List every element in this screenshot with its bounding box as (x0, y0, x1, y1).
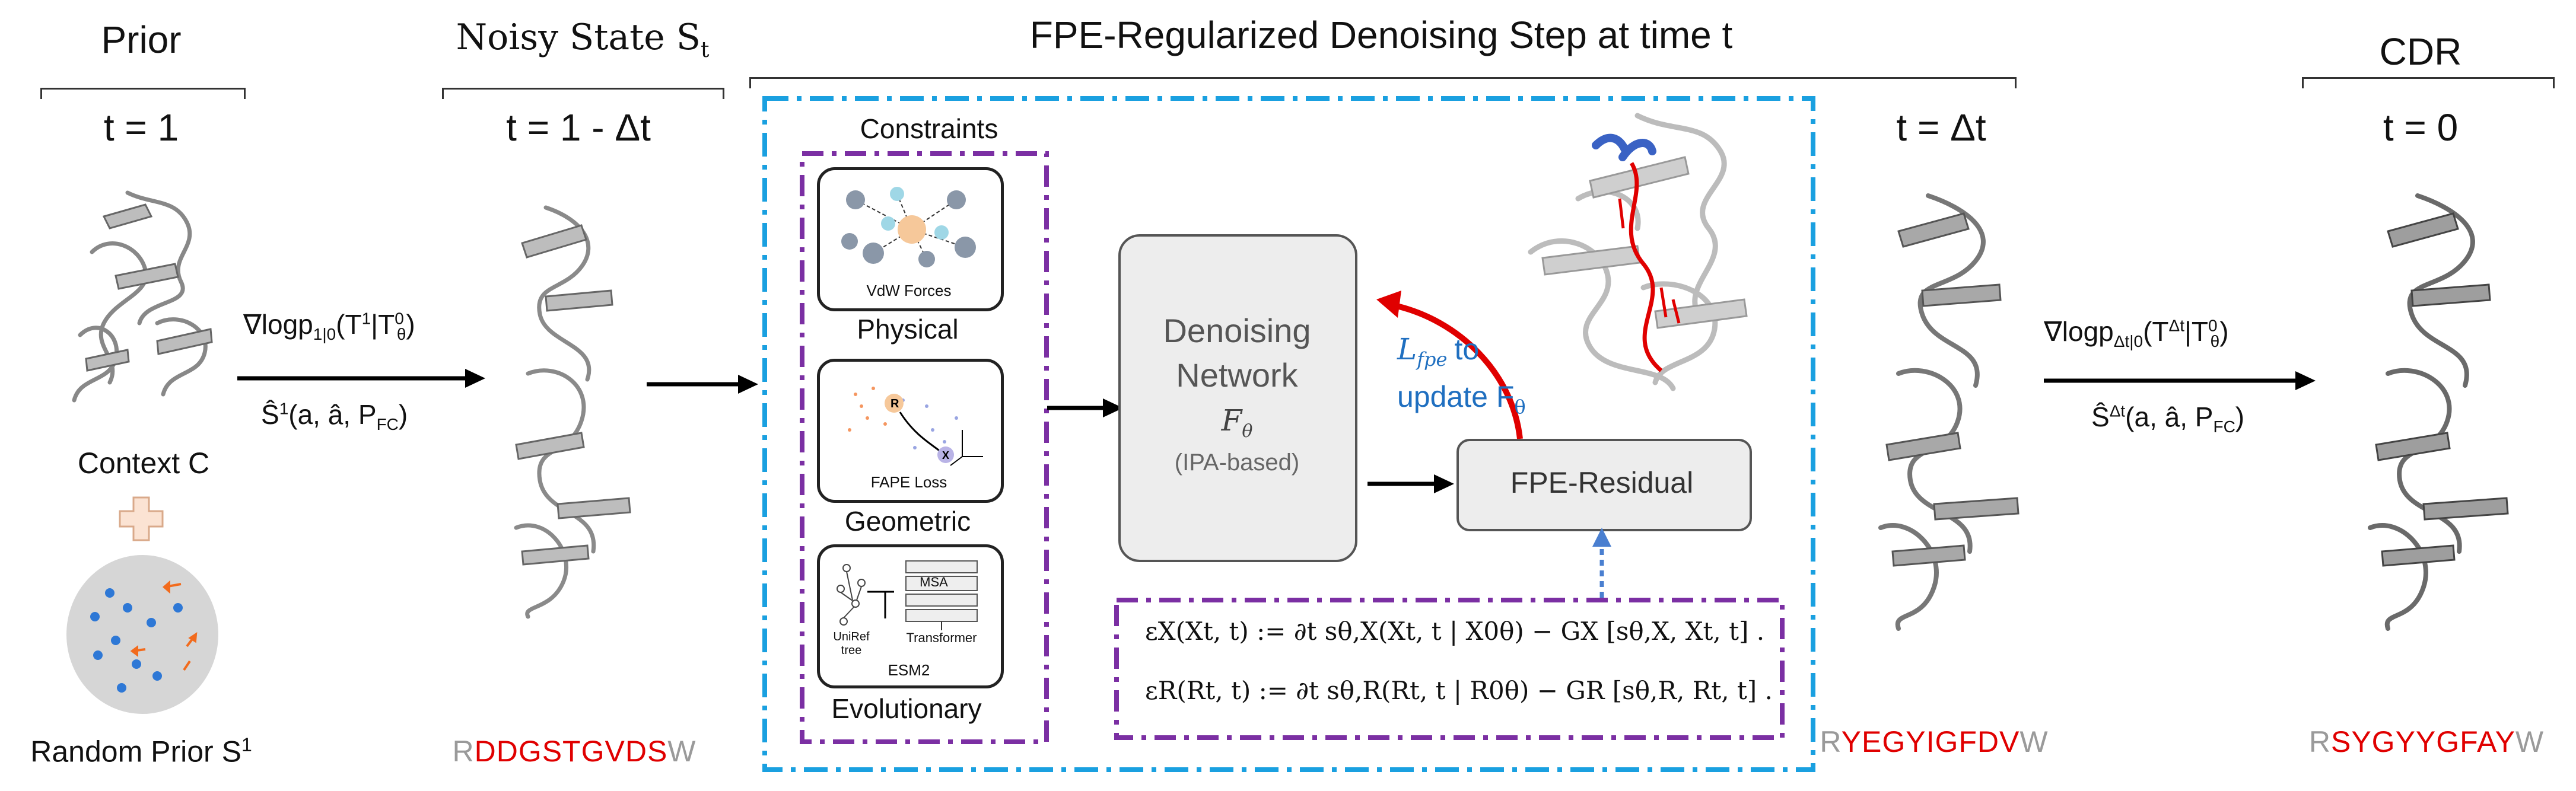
delta-protein-image (1878, 193, 2020, 631)
constraints-title: Constraints (860, 113, 998, 144)
arrow1-formula-bottom: Ŝ1(a, â, PFC) (261, 399, 408, 434)
svg-text:X: X (942, 449, 949, 461)
geometric-inner-label: FAPE Loss (870, 473, 947, 491)
fpe-residual-label: FPE-Residual (1510, 466, 1694, 499)
cdr-sequence: RSYGYYGFAYW (2308, 725, 2545, 758)
step-dashed-frame (762, 96, 1815, 772)
constraints-dashed-frame (800, 151, 1049, 744)
dashed-arrow-icon (1592, 528, 1611, 598)
prior-title: Prior (101, 18, 182, 61)
arrow4-icon (1367, 474, 1454, 493)
network-symbol: Fθ (1221, 403, 1253, 442)
noisy-bracket (442, 88, 724, 99)
noisy-sequence: RDDGSTGVDSW (452, 735, 697, 768)
denoising-network-box (1118, 234, 1357, 562)
noisy-title: Noisy State St (456, 17, 710, 62)
arrow3-icon (1047, 398, 1123, 417)
fape-icon: R X (848, 387, 983, 466)
random-prior-image (66, 555, 218, 714)
equation-x: εX(Xt, t) := ∂t sθ,X(Xt, t | X0θ) − GX [… (1145, 617, 1765, 646)
cdr-protein-image (2368, 193, 2509, 631)
evolutionary-panel: MSA UniRef tree Transformer ESM2 (817, 544, 1004, 688)
step-bracket (749, 77, 2017, 88)
physical-inner-label: VdW Forces (866, 282, 952, 299)
fpe-residual-box (1456, 439, 1752, 531)
evolutionary-label: Evolutionary (831, 693, 982, 724)
molecule-icon (841, 187, 976, 267)
network-line1: Denoising (1163, 312, 1311, 349)
uniref-label: UniRef tree (833, 630, 870, 657)
loss-label-line2: update Fθ (1397, 380, 1526, 418)
arrow5-icon (2044, 371, 2316, 390)
arrow1-formula-top: ∇logp1|0(T1|T0θ) (243, 309, 415, 344)
step-title: FPE-Regularized Denoising Step at time t (1029, 14, 1733, 56)
physical-label: Physical (857, 314, 959, 345)
prior-time: t = 1 (103, 106, 179, 149)
arrow2-icon (647, 375, 758, 394)
physical-panel: VdW Forces (817, 167, 1004, 311)
context-label: Context C (77, 446, 210, 480)
cdr-time: t = 0 (2383, 106, 2459, 149)
context-protein-image (72, 190, 213, 403)
equation-r: εR(Rt, t) := ∂t sθ,R(Rt, t | R0θ) − GR [… (1145, 676, 1773, 705)
esm-icon (837, 560, 978, 630)
msa-label: MSA (920, 575, 948, 589)
noisy-time: t = 1 - Δt (506, 106, 651, 149)
network-line2: Network (1176, 356, 1298, 394)
equations-dashed-frame (1114, 598, 1785, 740)
svg-text:R: R (891, 397, 899, 410)
delta-sequence: RYEGYIGFDVW (1820, 725, 2049, 758)
geometric-panel: R X FAPE Loss (817, 359, 1004, 503)
delta-time: t = Δt (1896, 106, 1986, 149)
random-prior-label: Random Prior S1 (30, 734, 252, 768)
loss-arrow-icon (1376, 291, 1523, 439)
cdr-bracket (2302, 77, 2555, 88)
step-protein-image (1528, 113, 1748, 391)
arrow5-formula-top: ∇logpΔt|0(TΔt|T0θ) (2044, 316, 2229, 351)
esm2-label: ESM2 (888, 661, 930, 679)
arrow1-icon (237, 369, 485, 388)
plus-icon (119, 496, 164, 541)
transformer-label: Transformer (906, 630, 977, 645)
network-note: (IPA-based) (1174, 449, 1300, 476)
geometric-label: Geometric (844, 506, 971, 537)
arrow5-formula-bottom: ŜΔt(a, â, PFC) (2091, 401, 2245, 436)
cdr-title: CDR (2379, 30, 2462, 73)
noisy-protein-image (514, 205, 631, 619)
prior-bracket (40, 88, 246, 99)
